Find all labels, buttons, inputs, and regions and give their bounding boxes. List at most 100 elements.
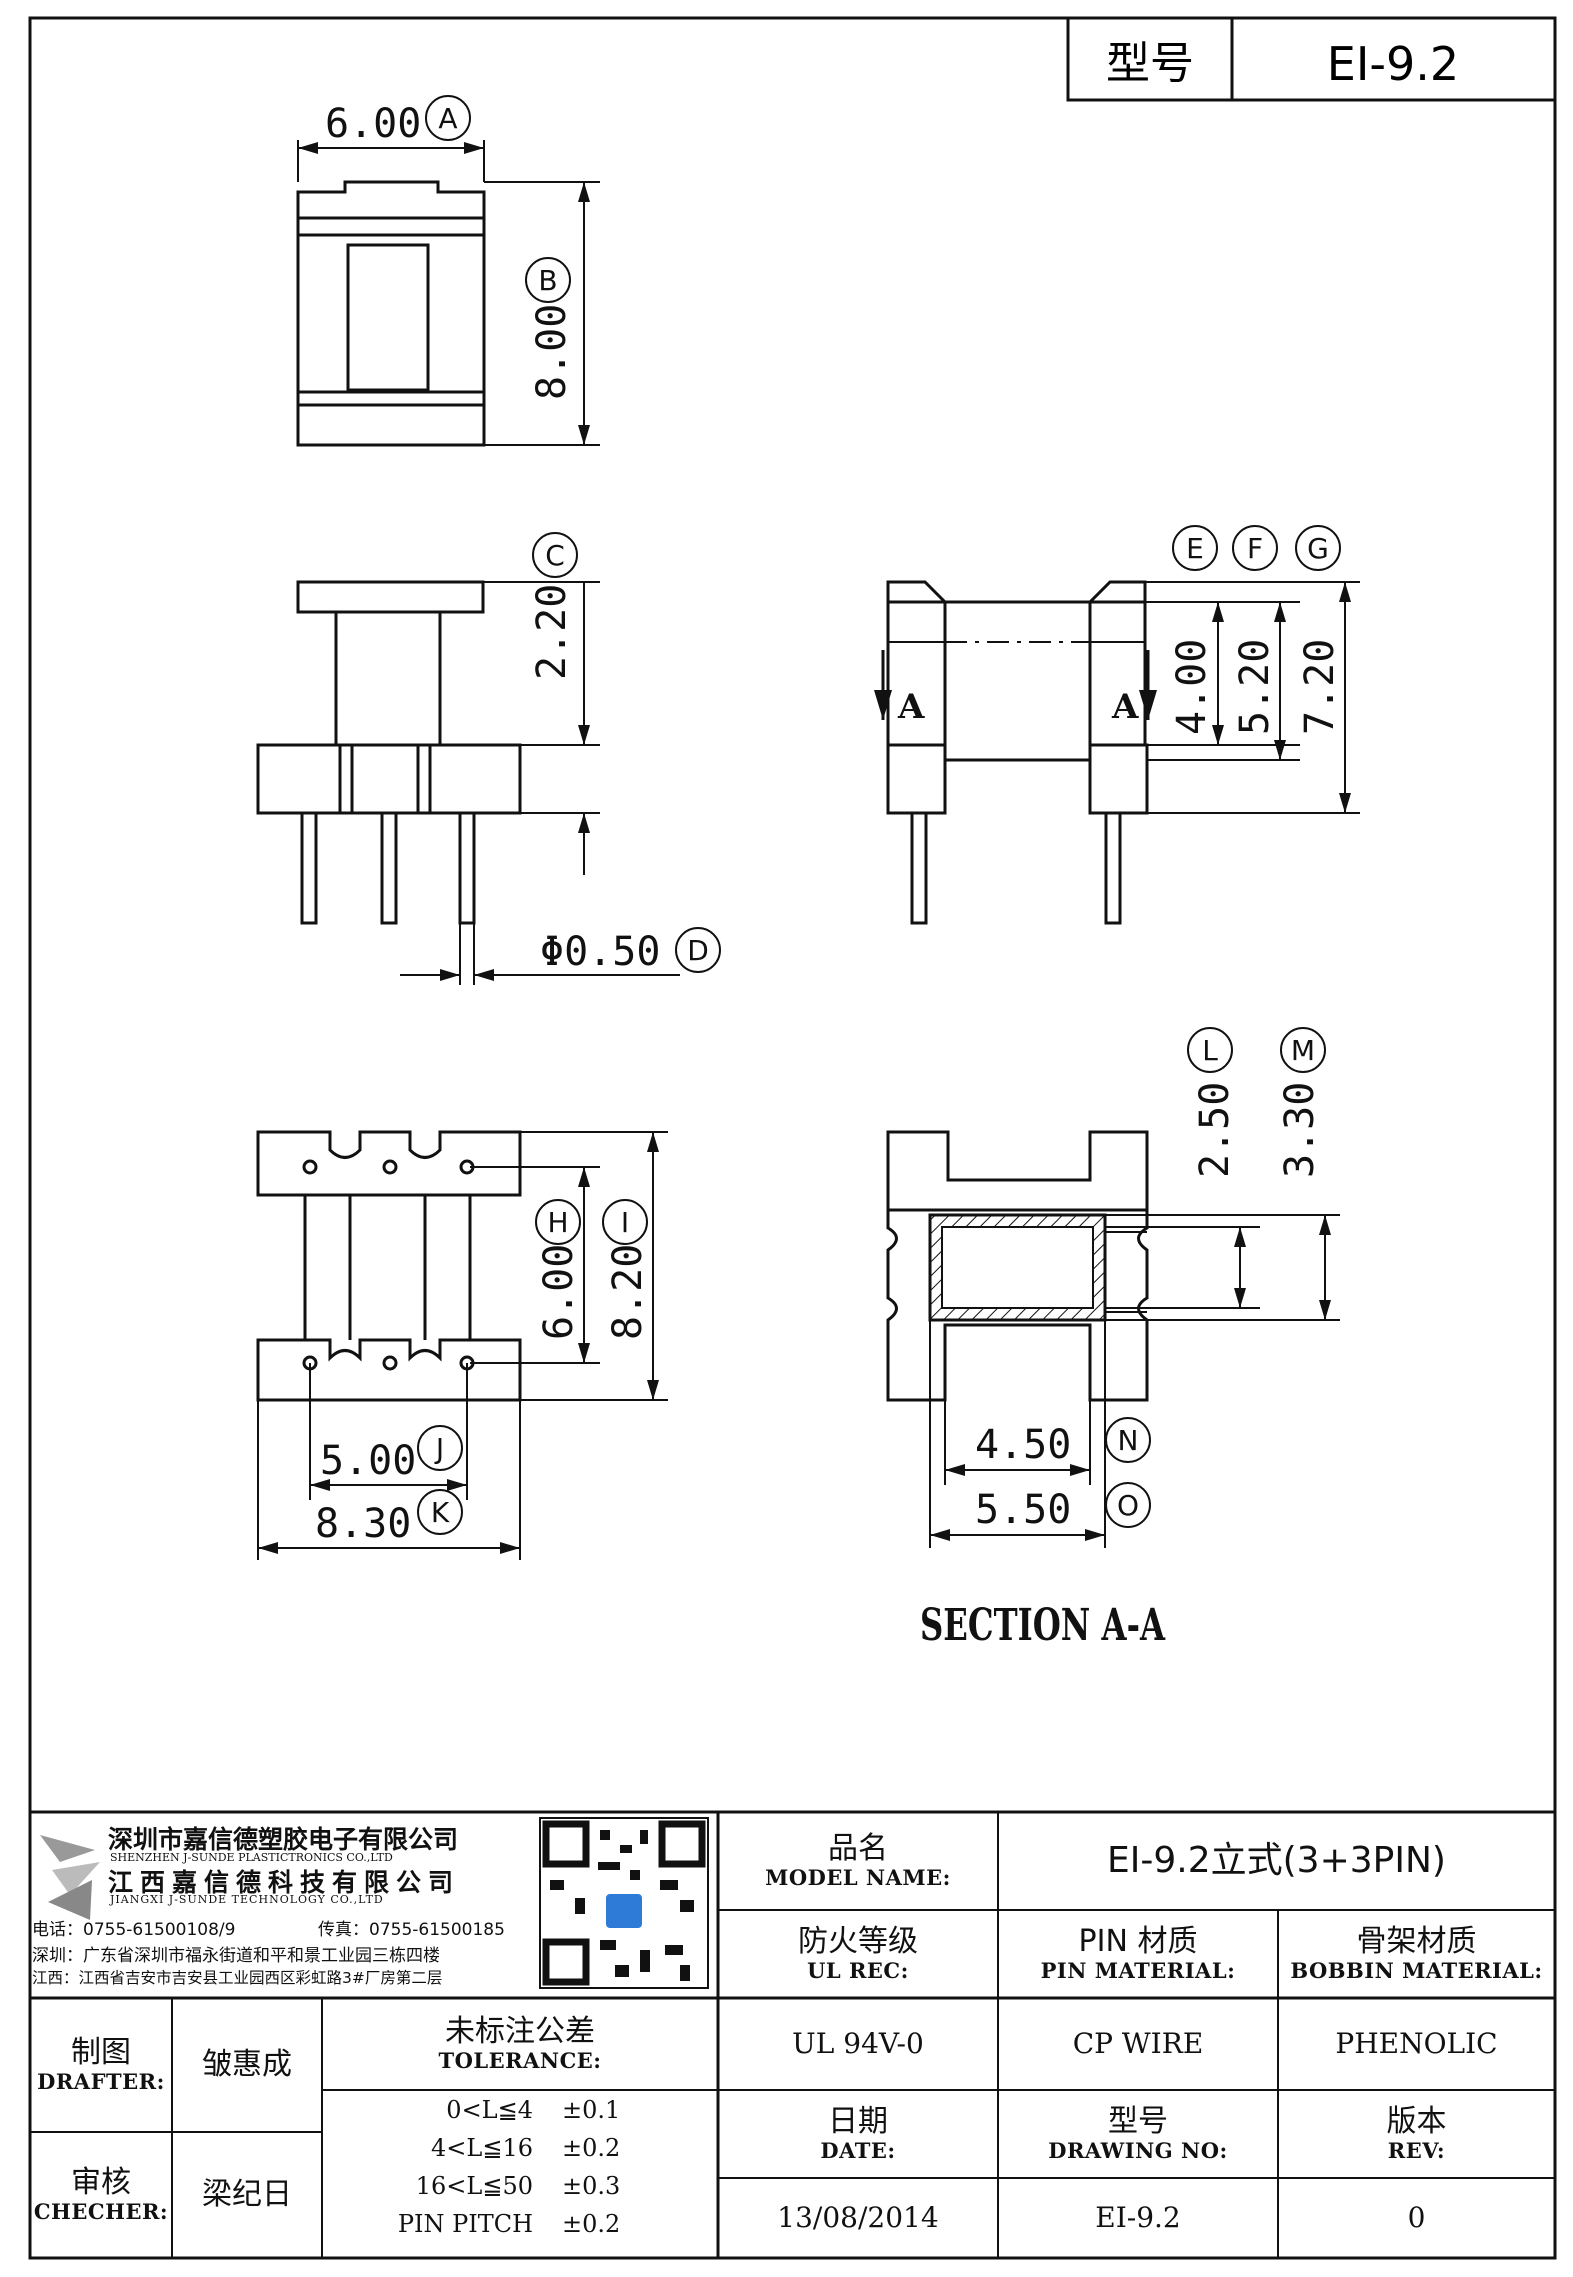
header-label: 型号 [1106, 38, 1194, 89]
pin-material-label: PIN 材质 PIN MATERIAL: [998, 1910, 1278, 1998]
model-name-value: EI-9.2立式(3+3PIN) [998, 1812, 1555, 1910]
bobbin-material-value: PHENOLIC [1278, 1998, 1555, 2090]
rev-label-cn: 版本 [1386, 2103, 1447, 2139]
ul-value-text: UL 94V-0 [792, 2026, 924, 2060]
bobbin-material-label-en: BOBBIN MATERIAL: [1290, 1958, 1543, 1984]
tolerance-row: 16<L≦50 ±0.3 [322, 2172, 718, 2208]
tag-o: O [1117, 1489, 1139, 1522]
dim-i: 8.20 [605, 1244, 651, 1340]
side-view [874, 580, 1360, 925]
tolerance-row: 0<L≦4 ±0.1 [322, 2096, 718, 2132]
front-view [256, 580, 680, 985]
tolerance-table: 0<L≦4 ±0.1 4<L≦16 ±0.2 16<L≦50 ±0.3 PIN … [322, 2096, 718, 2256]
drawing-no-label: 型号 DRAWING NO: [998, 2090, 1278, 2178]
checker-name: 梁纪日 [202, 2176, 292, 2212]
rev-label-en: REV: [1387, 2138, 1446, 2164]
tag-d: D [687, 934, 709, 967]
dim-k: 8.30 [315, 1501, 411, 1547]
drawing-no-label-cn: 型号 [1108, 2103, 1168, 2139]
tag-e: E [1186, 532, 1204, 565]
tolerance-value: ±0.2 [562, 2134, 621, 2162]
drafter-name: 皱惠成 [202, 2046, 292, 2082]
ul-value: UL 94V-0 [718, 1998, 998, 2090]
drawing-no-value-text: EI-9.2 [1095, 2200, 1181, 2234]
dim-o: 5.50 [975, 1487, 1071, 1533]
ul-label-cn: 防火等级 [798, 1923, 918, 1959]
tag-j: J [434, 1432, 444, 1465]
section-mark-right: A [1111, 687, 1139, 727]
pin-material-value-text: CP WIRE [1072, 2026, 1204, 2060]
bobbin-material-label-cn: 骨架材质 [1356, 1923, 1477, 1959]
tolerance-range: PIN PITCH [397, 2210, 533, 2238]
tag-l: L [1202, 1034, 1218, 1067]
tag-i: I [621, 1206, 629, 1239]
dim-d: Φ0.50 [540, 929, 660, 975]
rev-value: 0 [1278, 2178, 1555, 2258]
company-address-jx: 江西：江西省吉安市吉安县工业园西区彩虹路3#厂房第二层 [32, 1969, 443, 1987]
tolerance-range: 16<L≦50 [415, 2172, 533, 2200]
company-name-cn-2: 江西嘉信德科技有限公司 [108, 1868, 461, 1897]
dim-j: 5.00 [320, 1438, 416, 1484]
tag-k: K [431, 1496, 450, 1529]
dim-g: 7.20 [1297, 639, 1343, 735]
bottom-view [256, 1130, 668, 1560]
bobbin-material-value-text: PHENOLIC [1335, 2026, 1498, 2060]
section-title: SECTION A-A [920, 1600, 1166, 1651]
checker-label-en: CHECHER: [33, 2199, 169, 2225]
tolerance-value: ±0.3 [562, 2172, 621, 2200]
drafter-label-cn: 制图 [71, 2034, 131, 2070]
drawing-border [28, 16, 1557, 2260]
title-block-grid [30, 1810, 1555, 2258]
checker-value: 梁纪日 [172, 2132, 322, 2258]
drafter-value: 皱惠成 [172, 1998, 322, 2132]
tag-c: C [545, 539, 565, 572]
company-name-cn-1: 深圳市嘉信德塑胶电子有限公司 [108, 1825, 459, 1854]
ul-label-en: UL REC: [807, 1958, 909, 1984]
drawing-no-label-en: DRAWING NO: [1048, 2138, 1228, 2164]
tag-b: B [538, 264, 557, 297]
tolerance-range: 0<L≦4 [446, 2096, 533, 2124]
dim-a: 6.00 [325, 101, 421, 147]
drafter-label-en: DRAFTER: [37, 2069, 165, 2095]
dim-m: 3.30 [1277, 1082, 1323, 1178]
header-box: 型号 EI-9.2 [1066, 16, 1557, 102]
pin-material-label-cn: PIN 材质 [1078, 1923, 1198, 1959]
dim-n: 4.50 [975, 1422, 1071, 1468]
tag-a: A [438, 102, 457, 135]
model-name-text: EI-9.2立式(3+3PIN) [1107, 1840, 1446, 1882]
section-view [886, 1130, 1340, 1548]
rev-value-text: 0 [1407, 2200, 1426, 2234]
drawing-no-value: EI-9.2 [998, 2178, 1278, 2258]
pin-material-label-en: PIN MATERIAL: [1040, 1958, 1236, 1984]
pin-material-value: CP WIRE [998, 1998, 1278, 2090]
qr-code [539, 1817, 709, 1989]
tolerance-value: ±0.1 [562, 2096, 621, 2124]
company-logo [40, 1835, 100, 1920]
tolerance-row: PIN PITCH ±0.2 [322, 2210, 718, 2246]
model-name-label: 品名 MODEL NAME: [718, 1812, 998, 1910]
bobbin-material-label: 骨架材质 BOBBIN MATERIAL: [1278, 1910, 1555, 1998]
tolerance-label-cn: 未标注公差 [445, 2013, 595, 2049]
drafter-label: 制图 DRAFTER: [30, 1998, 172, 2132]
date-label-cn: 日期 [828, 2103, 888, 2139]
tolerance-range: 4<L≦16 [431, 2134, 533, 2162]
tag-g: G [1307, 532, 1329, 565]
dim-b: 8.00 [529, 304, 575, 400]
tag-h: H [547, 1206, 568, 1239]
tag-f: F [1247, 532, 1263, 565]
model-name-label-cn: 品名 [828, 1830, 888, 1866]
dim-e: 4.00 [1169, 639, 1215, 735]
ul-label: 防火等级 UL REC: [718, 1910, 998, 1998]
company-address-sz: 深圳：广东省深圳市福永街道和平和景工业园三栋四楼 [32, 1946, 440, 1966]
company-name-en-1: SHENZHEN J-SUNDE PLASTICTRONICS CO.,LTD [110, 1851, 393, 1864]
tag-n: N [1118, 1424, 1139, 1457]
rev-label: 版本 REV: [1278, 2090, 1555, 2178]
date-label-en: DATE: [820, 2138, 896, 2164]
company-name-en-2: JIANGXI J-SUNDE TECHNOLOGY CO.,LTD [110, 1893, 384, 1906]
header-value: EI-9.2 [1327, 37, 1459, 91]
dim-c: 2.20 [529, 584, 575, 680]
checker-label: 审核 CHECHER: [30, 2132, 172, 2258]
tag-m: M [1291, 1034, 1315, 1067]
tolerance-label: 未标注公差 TOLERANCE: [322, 1998, 718, 2090]
